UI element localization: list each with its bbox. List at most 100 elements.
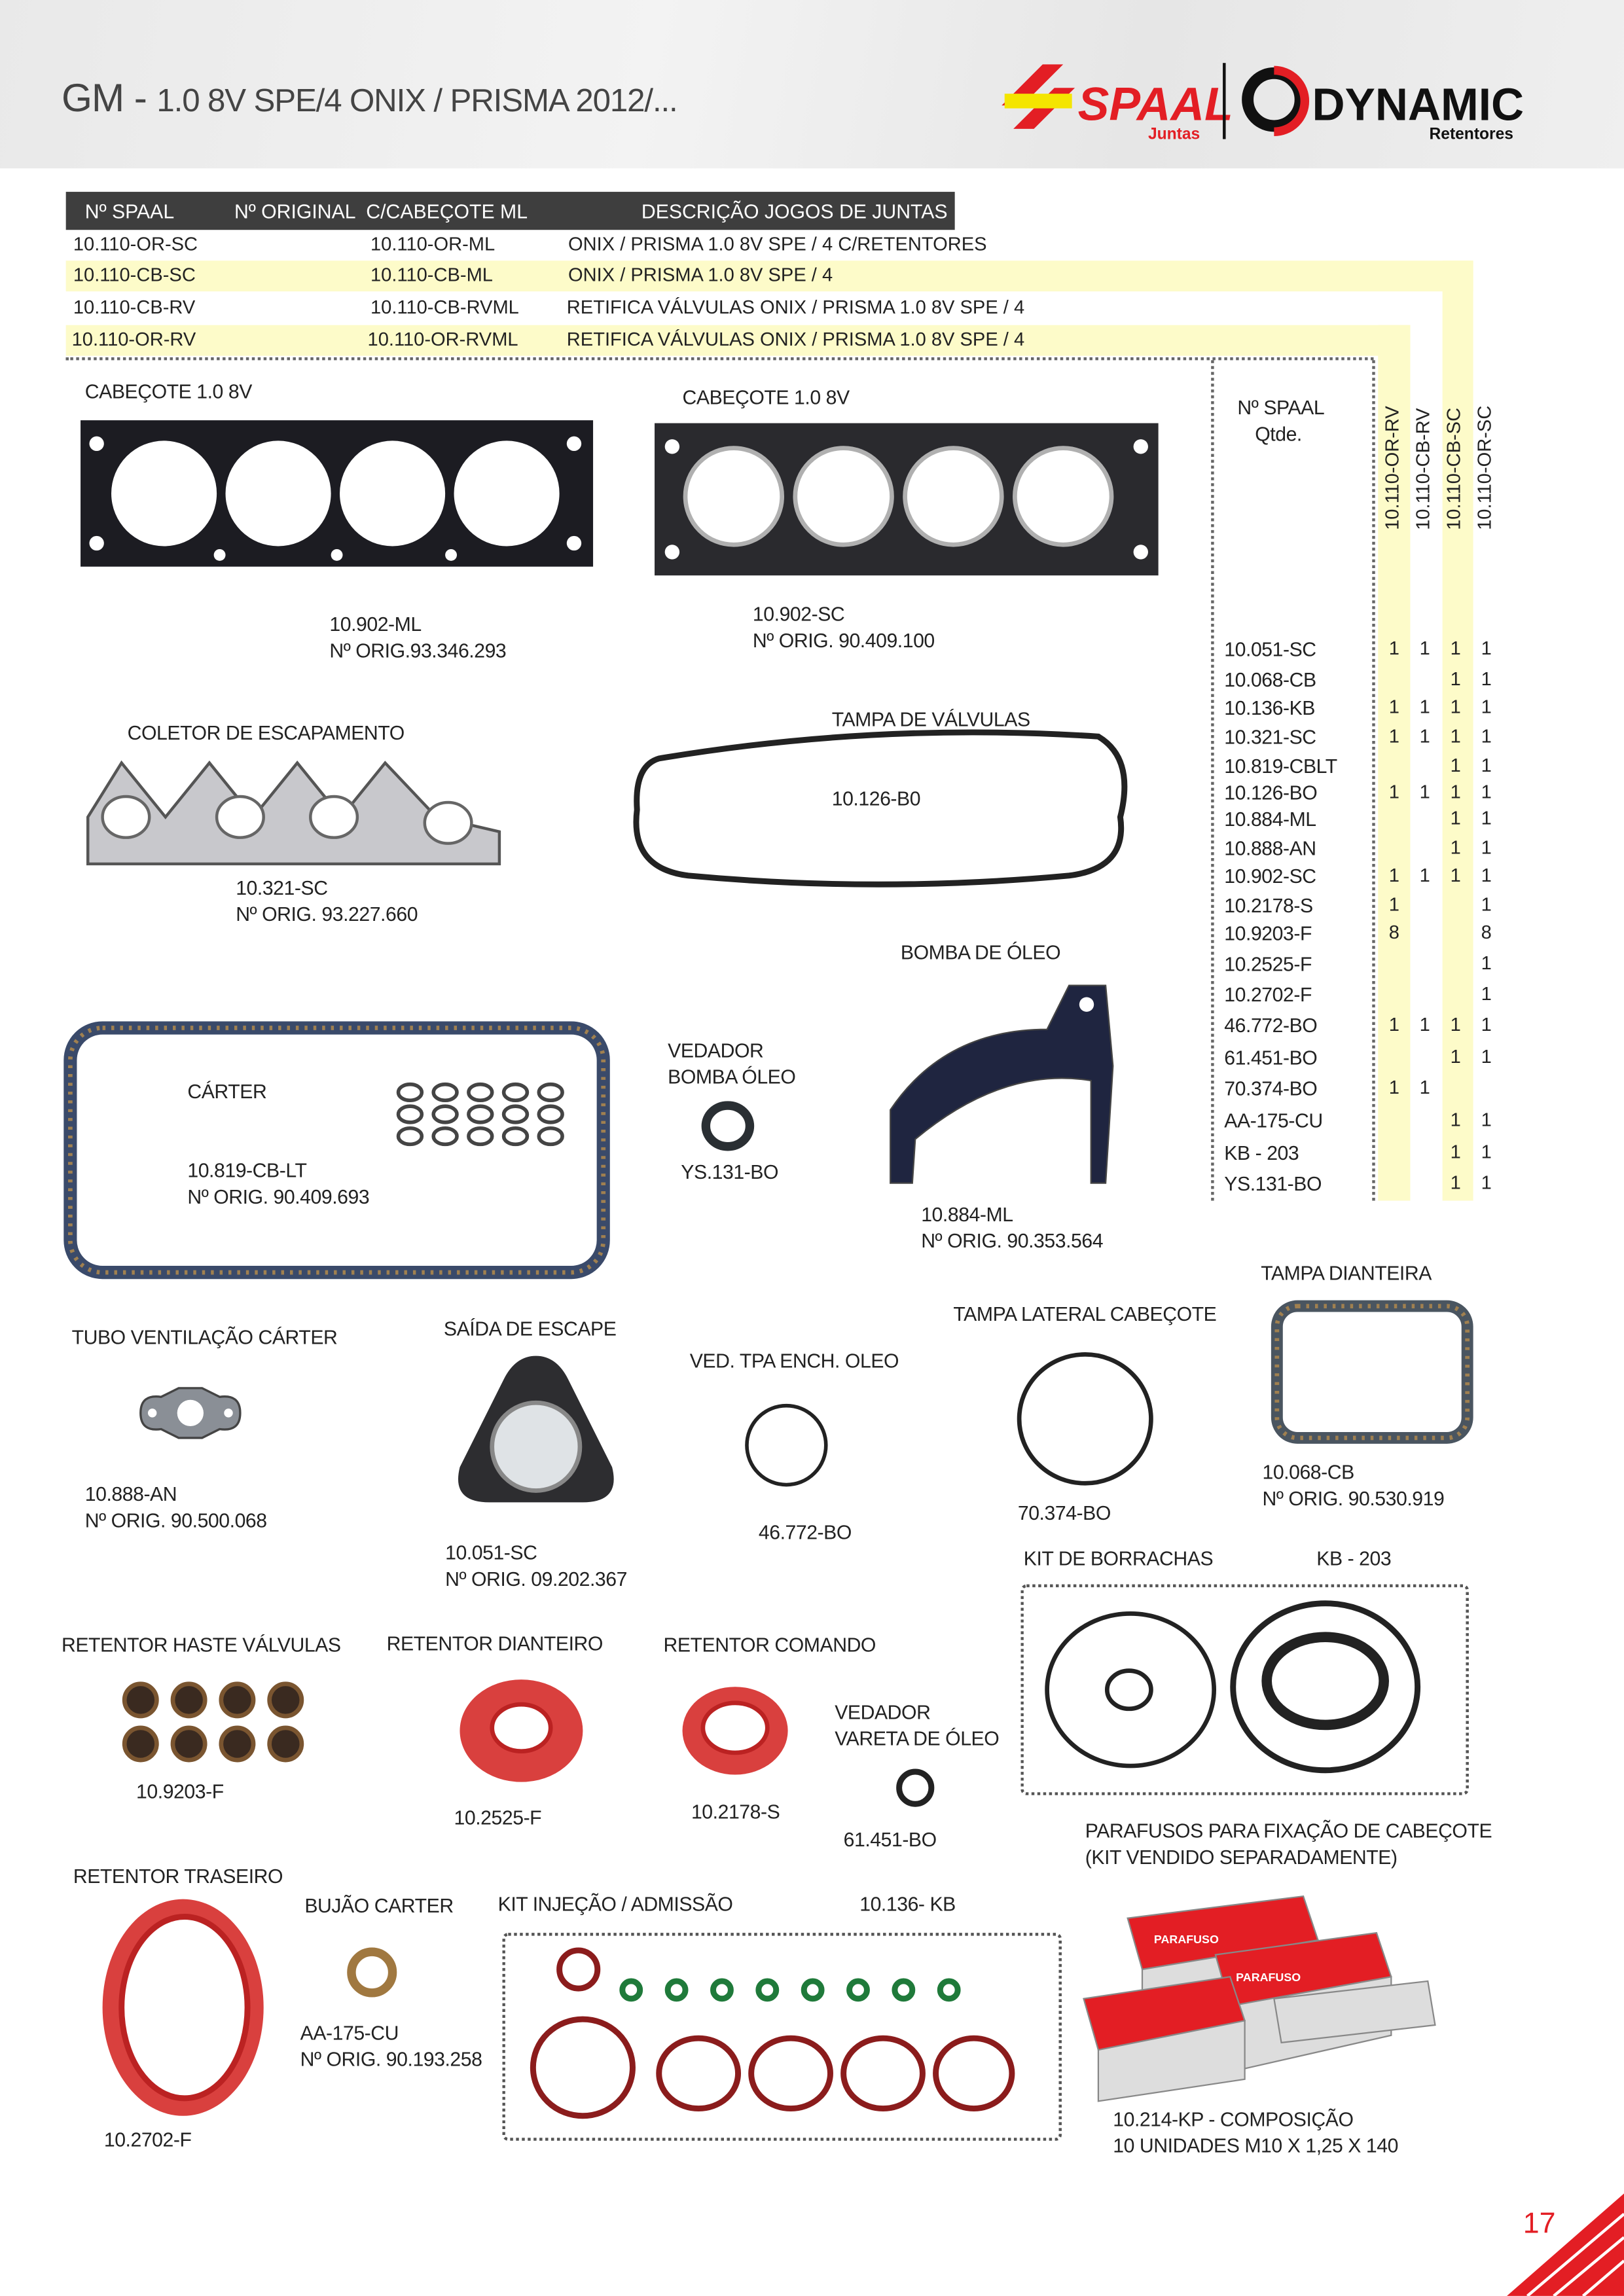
part-title: RETENTOR HASTE VÁLVULAS bbox=[61, 1634, 341, 1657]
part-title: BUJÃO CARTER bbox=[304, 1894, 454, 1917]
dynamic-logo: DYNAMIC Retentores bbox=[1242, 65, 1524, 143]
qty-row-part: KB - 203 bbox=[1224, 1142, 1299, 1164]
qty-row-part: 10.136-KB bbox=[1224, 696, 1316, 719]
part-title: VARETA DE ÓLEO bbox=[835, 1727, 1000, 1750]
head-gasket-sc-image bbox=[655, 423, 1159, 576]
head-gasket-ml-image bbox=[81, 420, 594, 567]
column-band-cb-sc bbox=[1442, 260, 1473, 1201]
part-title: KIT INJEÇÃO / ADMISSÃO bbox=[497, 1893, 733, 1916]
o-ring-icon bbox=[501, 1126, 530, 1147]
qty-row-part: 10.9203-F bbox=[1224, 922, 1312, 944]
qty-cell: 1 bbox=[1419, 1076, 1430, 1098]
qty-cell: 8 bbox=[1481, 921, 1492, 943]
part-code: 10.214-KP - COMPOSIÇÃO bbox=[1113, 2108, 1354, 2131]
qty-cell: 1 bbox=[1450, 1140, 1461, 1163]
qty-cell: 1 bbox=[1481, 982, 1492, 1005]
part-code: 10.888-AN bbox=[84, 1483, 177, 1505]
qty-cell: 1 bbox=[1481, 1045, 1492, 1067]
qty-cell: 1 bbox=[1419, 780, 1430, 802]
svg-text:Retentores: Retentores bbox=[1430, 126, 1513, 143]
qty-label: Qtde. bbox=[1255, 423, 1302, 446]
part-code: AA-175-CU bbox=[300, 2022, 399, 2045]
valve-seals-image bbox=[122, 1681, 304, 1763]
part-title: BOMBA DE ÓLEO bbox=[900, 941, 1061, 964]
vent-tube-gasket-image bbox=[139, 1387, 242, 1439]
o-ring-icon bbox=[467, 1126, 494, 1147]
qty-cell: 1 bbox=[1388, 695, 1399, 718]
part-code: 10.902-ML bbox=[329, 613, 422, 636]
qty-row-part: AA-175-CU bbox=[1224, 1109, 1323, 1132]
spaal-logo: SPAAL Juntas bbox=[1001, 64, 1233, 143]
o-ring-icon bbox=[396, 1126, 424, 1147]
part-title: TAMPA LATERAL CABEÇOTE bbox=[953, 1303, 1217, 1325]
part-code: 10.068-CB bbox=[1262, 1461, 1354, 1484]
qty-cell: 1 bbox=[1388, 725, 1399, 747]
part-title: RETENTOR COMANDO bbox=[663, 1634, 876, 1657]
part-code: 70.374-BO bbox=[1017, 1502, 1111, 1524]
drain-plug-washer-image bbox=[347, 1947, 397, 1998]
valve-seal-icon bbox=[122, 1681, 159, 1719]
cam-seal-image bbox=[682, 1687, 788, 1775]
o-ring-icon bbox=[755, 1978, 780, 2002]
part-code: YS.131-BO bbox=[681, 1161, 779, 1183]
qty-cell: 1 bbox=[1481, 695, 1492, 718]
part-code: 10.321-SC bbox=[236, 877, 328, 899]
part-title: VED. TPA ENCH. OLEO bbox=[689, 1350, 899, 1372]
o-ring-icon bbox=[467, 1082, 494, 1103]
col-header: C/CABEÇOTE ML bbox=[366, 200, 528, 223]
qty-row-part: 46.772-BO bbox=[1224, 1014, 1318, 1037]
qty-cell: 1 bbox=[1481, 1171, 1492, 1194]
qty-cell: 1 bbox=[1450, 863, 1461, 886]
svg-text:SPAAL: SPAAL bbox=[1078, 78, 1233, 130]
qty-cell: 1 bbox=[1450, 836, 1461, 858]
part-title: COLETOR DE ESCAPAMENTO bbox=[127, 721, 405, 744]
spaal-stripes-icon bbox=[1001, 64, 1075, 129]
qty-row-part: 10.2702-F bbox=[1224, 984, 1312, 1006]
column-band-or-rv bbox=[1378, 325, 1411, 1201]
part-code: 61.451-BO bbox=[843, 1829, 937, 1851]
qty-column-header: 10.110-OR-RV bbox=[1380, 406, 1403, 530]
part-title: CÁRTER bbox=[187, 1081, 267, 1103]
svg-text:PARAFUSO: PARAFUSO bbox=[1154, 1933, 1219, 1946]
rubber-kit-box bbox=[1020, 1584, 1469, 1795]
part-orig: Nº ORIG. 90.409.693 bbox=[187, 1186, 370, 1208]
title-text: 1.0 8V SPE/4 ONIX / PRISMA 2012/... bbox=[156, 82, 677, 119]
qty-cell: 1 bbox=[1450, 1045, 1461, 1067]
qty-cell: 1 bbox=[1419, 1013, 1430, 1035]
kits-table-header: Nº SPAAL Nº ORIGINAL C/CABEÇOTE ML DESCR… bbox=[65, 192, 955, 230]
o-ring-icon bbox=[396, 1082, 424, 1103]
qty-cell: 1 bbox=[1419, 695, 1430, 718]
qty-cell: 1 bbox=[1481, 836, 1492, 858]
qty-cell: 1 bbox=[1481, 725, 1492, 747]
qty-cell: 1 bbox=[1450, 780, 1461, 802]
part-orig: Nº ORIG. 90.193.258 bbox=[300, 2048, 482, 2071]
qty-cell: 1 bbox=[1450, 806, 1461, 829]
valve-seal-icon bbox=[170, 1725, 208, 1763]
qty-cell: 1 bbox=[1388, 637, 1399, 659]
qty-cell: 1 bbox=[1450, 1171, 1461, 1194]
o-ring-icon bbox=[537, 1104, 564, 1124]
qty-cell: 1 bbox=[1481, 1140, 1492, 1163]
part-orig: Nº ORIG.93.346.293 bbox=[329, 639, 507, 662]
part-title: BOMBA ÓLEO bbox=[668, 1066, 796, 1088]
injection-kit-box bbox=[502, 1933, 1062, 2141]
part-title: KIT DE BORRACHAS bbox=[1023, 1547, 1214, 1570]
header-band bbox=[0, 0, 1624, 169]
qty-row-part: 10.068-CB bbox=[1224, 669, 1316, 691]
part-title: TUBO VENTILAÇÃO CÁRTER bbox=[71, 1326, 338, 1349]
qty-cell: 1 bbox=[1481, 863, 1492, 886]
valve-cover-gasket-image bbox=[633, 729, 1128, 888]
qty-cell: 1 bbox=[1419, 725, 1430, 747]
o-ring-icon bbox=[537, 1082, 564, 1103]
part-orig: Nº ORIG. 90.353.564 bbox=[921, 1230, 1104, 1252]
valve-seal-icon bbox=[219, 1725, 256, 1763]
page-title: GM - 1.0 8V SPE/4 ONIX / PRISMA 2012/... bbox=[61, 76, 678, 120]
qty-cell: 1 bbox=[1450, 1013, 1461, 1035]
exhaust-manifold-gasket-image bbox=[86, 760, 501, 866]
part-title: RETENTOR TRASEIRO bbox=[73, 1865, 283, 1888]
valve-seal-icon bbox=[219, 1681, 256, 1719]
svg-text:Juntas: Juntas bbox=[1148, 126, 1200, 143]
qty-row-part: 70.374-BO bbox=[1224, 1077, 1318, 1100]
qty-cell: 1 bbox=[1481, 806, 1492, 829]
